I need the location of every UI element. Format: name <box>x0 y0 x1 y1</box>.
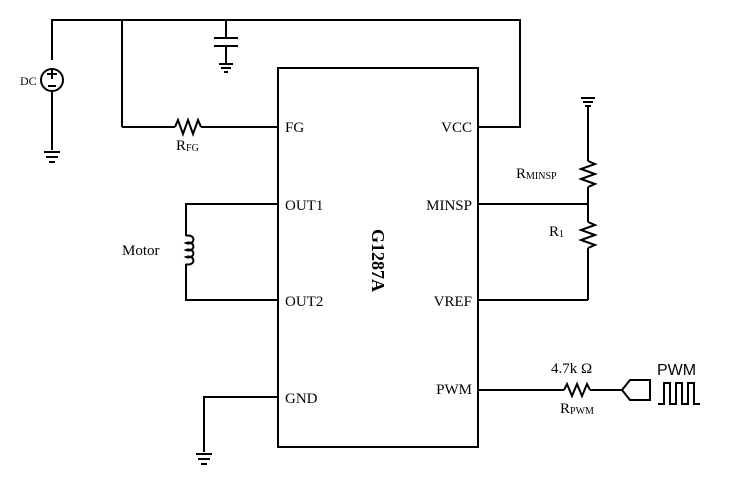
pwm-input-label: PWM <box>657 362 696 379</box>
pwm-resistor-label: RPWM <box>560 401 594 417</box>
pin-minsp: MINSP <box>426 198 472 214</box>
minsp-resistor-label: RMINSP <box>516 166 557 182</box>
capacitor-ground-icon <box>219 63 233 73</box>
ic-name: G1287A <box>368 229 388 292</box>
pin-pwm: PWM <box>436 382 472 398</box>
pin-vcc: VCC <box>441 120 472 136</box>
pwm-input-connector-icon <box>620 379 651 401</box>
ic-ground-icon <box>196 453 212 465</box>
decoupling-capacitor <box>214 37 238 64</box>
motor-wires <box>185 203 278 301</box>
fg-resistor-label: RFG <box>176 138 199 154</box>
r1-resistor <box>578 221 598 300</box>
pin-fg: FG <box>285 120 304 136</box>
r1-label: R1 <box>549 224 564 240</box>
dc-source-icon <box>40 68 64 150</box>
pin-out1: OUT1 <box>285 198 323 214</box>
minsp-top-ground-icon <box>581 97 595 107</box>
dc-ground-icon <box>44 151 60 163</box>
dc-source-label: DC <box>20 74 37 88</box>
ic-ground-wire <box>203 396 278 452</box>
pwm-resistor-value: 4.7k Ω <box>551 361 592 377</box>
motor-coil-icon <box>183 234 195 266</box>
pin-gnd: GND <box>285 391 318 407</box>
supply-rail-wires <box>51 19 521 128</box>
motor-label: Motor <box>122 243 160 259</box>
pin-out2: OUT2 <box>285 294 323 310</box>
pin-vref: VREF <box>434 294 472 310</box>
fg-resistor <box>122 117 278 137</box>
pwm-waveform-icon <box>658 382 700 405</box>
ic-body <box>277 67 479 448</box>
pwm-resistor <box>478 381 622 399</box>
